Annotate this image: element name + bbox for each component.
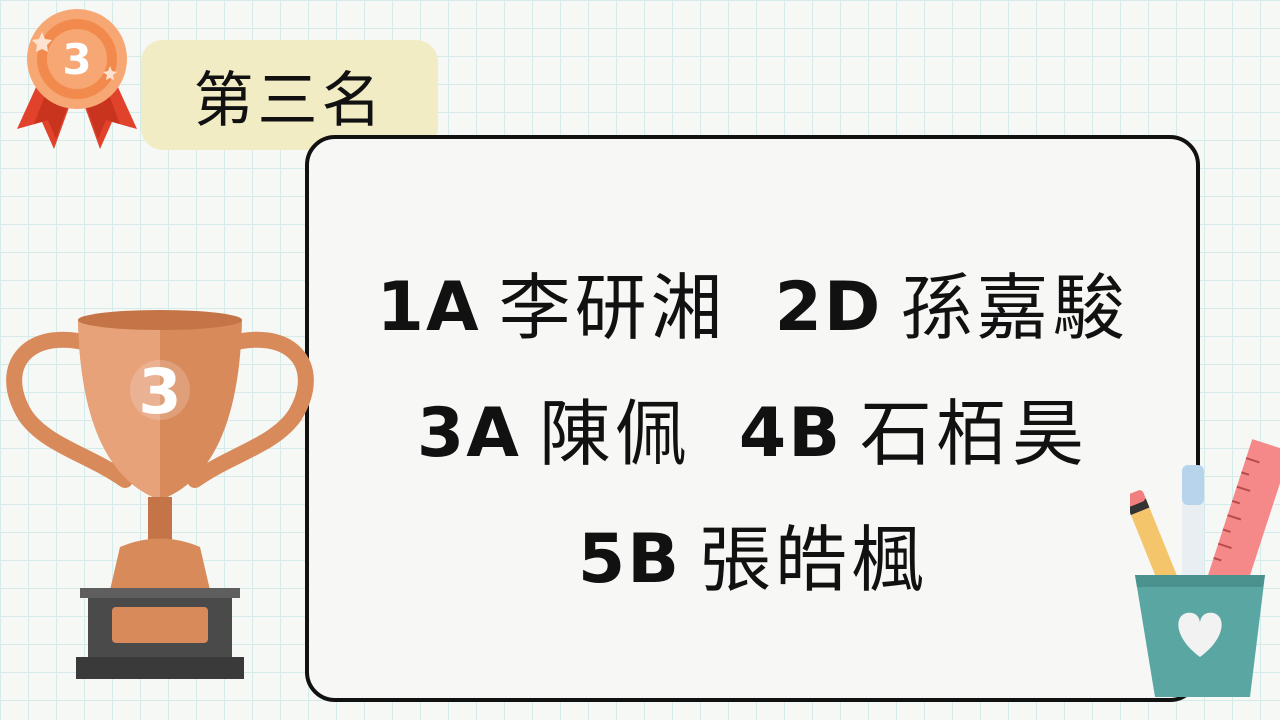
bronze-medal-icon: 3 [17, 9, 137, 149]
winners-row-2: 3A 陳佩 4B 石栢昊 [417, 371, 1088, 497]
winners-row-3: 5B 張皓楓 [578, 497, 927, 623]
winner-name: 張皓楓 [699, 517, 928, 602]
winner-name: 石栢昊 [860, 391, 1089, 476]
winner-name: 孫嘉駿 [900, 265, 1129, 350]
winner-entry: 3A 陳佩 [417, 398, 691, 470]
winner-class: 5B [577, 519, 682, 599]
trophy-icon: 3 [6, 310, 314, 679]
winner-entry: 4B 石栢昊 [739, 398, 1088, 470]
medal-number: 3 [62, 35, 91, 84]
winner-entry: 2D 孫嘉駿 [775, 272, 1129, 344]
winner-class: 4B [738, 393, 843, 473]
winner-entry: 1A 李研湘 [377, 272, 727, 344]
page-title: 第三名 [141, 40, 438, 150]
trophy-number: 3 [138, 355, 181, 428]
winners-card: 1A 李研湘 2D 孫嘉駿 3A 陳佩 4B 石栢昊 5B 張皓楓 [305, 135, 1200, 702]
winner-name: 陳佩 [538, 391, 691, 476]
pencil-cup-icon [1130, 439, 1280, 697]
winner-name: 李研湘 [498, 265, 727, 350]
winner-class: 3A [416, 393, 521, 473]
winner-entry: 5B 張皓楓 [578, 524, 927, 596]
winners-row-1: 1A 李研湘 2D 孫嘉駿 [377, 245, 1129, 371]
title-text: 第三名 [193, 65, 386, 136]
winner-class: 1A [376, 267, 481, 347]
winner-class: 2D [774, 267, 883, 347]
